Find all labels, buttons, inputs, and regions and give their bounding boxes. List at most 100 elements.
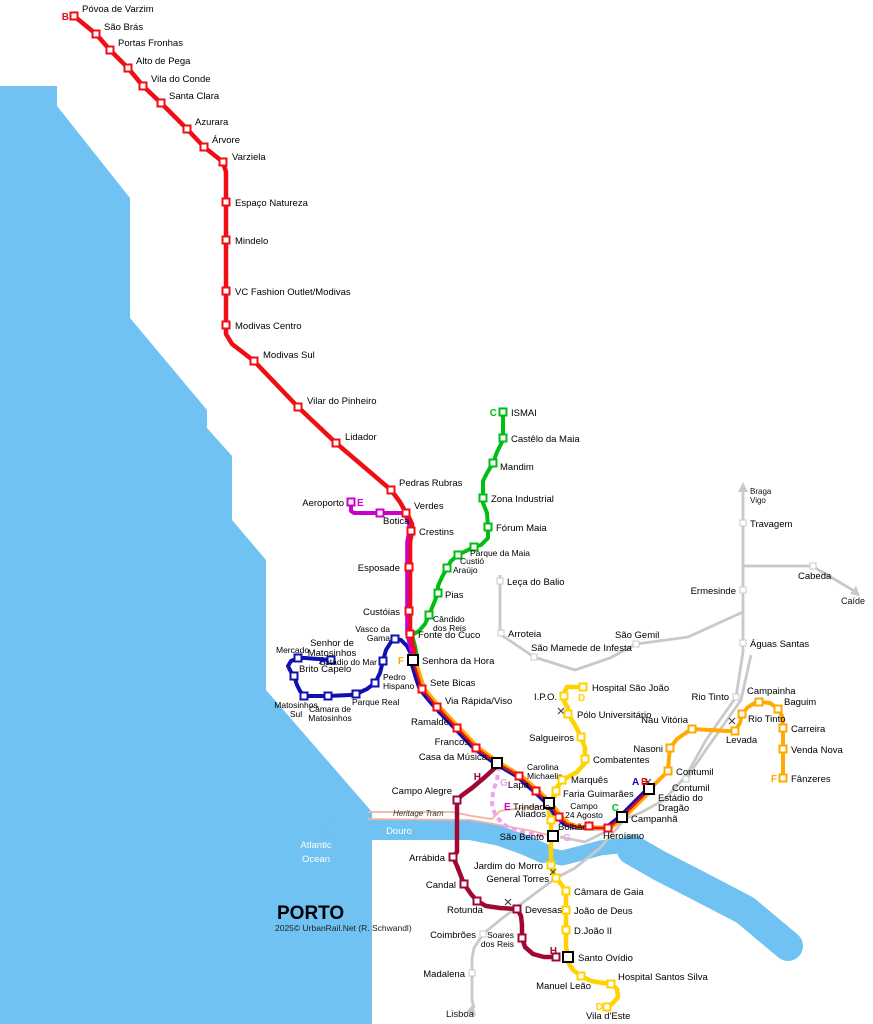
label-line: Senhor de [310,638,354,649]
label-nau-vitoria: Nau Vitória [641,715,689,726]
station-candal [459,879,469,889]
station-rio-tinto-cp [732,693,740,701]
station-candido-dos-reis [424,610,434,620]
heritage-tram-3 [491,805,543,820]
label-line: Estádio do [658,793,703,804]
label-santo-ovidio: Santo Ovídio [578,953,633,964]
rail-crossing-icon-3 [504,898,512,906]
label-parque-da-maia: Parque da Maia [470,548,530,558]
label-line: Atlantic [300,840,331,851]
heritage-tram-1 [367,818,549,836]
station-joao-de-deus [561,905,571,915]
station-campainha [754,697,764,707]
station-sete-bicas [417,684,427,694]
line-letter-c-11: C [612,803,619,814]
station-nasoni [665,743,675,753]
station-heroismo [603,823,613,833]
label-portas-fronhas: Portas Fronhas [118,38,183,49]
label-jardim-do-morro: Jardim do Morro [474,861,543,872]
label-marques: Marquês [571,775,608,786]
label-travagem: Travagem [750,519,792,530]
label-heroismo: Heroísmo [603,831,644,842]
station-zona-industrial [478,493,488,503]
label-zona-industrial: Zona Industrial [491,494,554,505]
label-araujo: Araújo [453,565,478,575]
label-devesas: Devesas [525,905,562,916]
label-vc-fashion-outlet-modivas: VC Fashion Outlet/Modivas [235,287,351,298]
label-pedras-rubras: Pedras Rubras [399,478,463,489]
station-i-p-o [559,691,569,701]
label-via-rapida-viso: Via Rápida/Viso [445,696,512,707]
label-ermesinde: Ermesinde [691,586,736,597]
label-line: Vasco da [355,624,390,634]
station-santo-ovidio [562,951,574,963]
label-line: Vigo [750,496,766,505]
label-estadio-do-mar: Estádio do Mar [320,657,377,667]
station-matosinhos-sul [299,691,309,701]
label-castelo-da-maia: Castêlo da Maia [511,434,580,445]
station-ramalde [452,723,462,733]
station-arroteia [497,629,505,637]
label-aguas-santas: Águas Santas [750,639,809,650]
station-estadio-do-mar [378,656,388,666]
station-brito-capelo [289,671,299,681]
station-lapa [531,786,541,796]
station-esposade [404,562,414,572]
label-line: Ocean [302,854,330,865]
station-povoa-de-varzim [69,11,79,21]
station-rotunda [472,896,482,906]
station-travagem [739,519,747,527]
station-espaco-natureza [221,197,231,207]
label-lisboa: Lisboa [446,1009,475,1020]
label-parque-real: Parque Real [352,697,399,707]
station-vilar-do-pinheiro [293,402,303,412]
station-senhor-de-matosinhos [326,655,336,665]
rail-leixoes-line [498,575,744,672]
station-salgueiros [576,732,586,742]
douro-river-3 [617,835,803,961]
label-campo-alegre: Campo Alegre [392,786,452,797]
label-sao-gemil: São Gemil [615,630,659,641]
label-brito-capelo: Brito Capelo [299,664,351,675]
label-lapa: Lapa [508,780,530,791]
station-general-torres [551,873,561,883]
label-venda-nova: Venda Nova [791,745,843,756]
label-line: Dragão [658,803,689,814]
station-santo-ovidio-h [551,952,561,962]
station-carolina-michaelis [514,771,524,781]
line-letter-g-8: G [500,778,508,789]
label-mandim: Mandim [500,462,534,473]
station-venda-nova [778,744,788,754]
label-salgueiros: Salgueiros [529,733,574,744]
label-caide: Caíde [841,596,865,606]
station-varziela [218,157,228,167]
station-aguas-santas [739,639,747,647]
label-arrabida: Arrábida [409,853,446,864]
label-manuel-leao: Manuel Leão [536,981,591,992]
station-araujo [442,563,452,573]
label-line: Matosinhos [274,700,317,710]
station-parque-real [351,689,361,699]
station-vila-d-este [602,1002,612,1012]
station-campo-alegre [452,795,462,805]
station-campanha [616,811,628,823]
label-heritage-tram: Heritage Tram [393,809,444,818]
label-espaco-natureza: Espaço Natureza [235,198,309,209]
label-hospital-santos-silva: Hospital Santos Silva [618,972,708,983]
station-d-joao-ii [561,925,571,935]
label-santa-clara: Santa Clara [169,91,220,102]
label-i-p-o: I.P.O. [534,692,557,703]
label-line: Carolina [527,762,559,772]
label-custoias: Custóias [363,607,400,618]
line-letter-a-12: A [632,777,639,788]
station-leca-do-balio [496,577,504,585]
station-levada [730,726,740,736]
heritage-tram-2 [368,811,493,820]
station-marques [557,775,567,785]
label-casa-da-musica: Casa da Música [419,752,488,763]
